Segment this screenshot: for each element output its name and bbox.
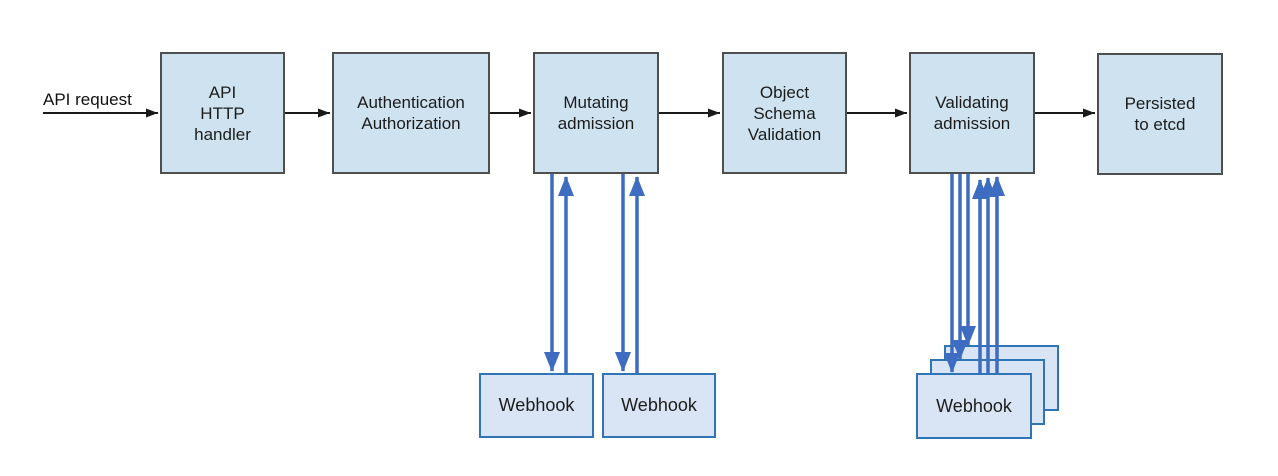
stage-persisted-to-etcd: Persisted to etcd	[1097, 53, 1223, 175]
stage-authentication-authorization: Authentication Authorization	[332, 52, 490, 174]
stage-validating-admission: Validating admission	[909, 52, 1035, 174]
stage-object-schema-validation: Object Schema Validation	[722, 52, 847, 174]
stage-api-http-handler: API HTTP handler	[160, 52, 285, 174]
mutating-webhook-1: Webhook	[479, 373, 594, 438]
api-request-label: API request	[43, 90, 132, 109]
mutating-webhook-2: Webhook	[602, 373, 716, 438]
validating-webhook-front: Webhook	[916, 373, 1032, 439]
stage-mutating-admission: Mutating admission	[533, 52, 659, 174]
